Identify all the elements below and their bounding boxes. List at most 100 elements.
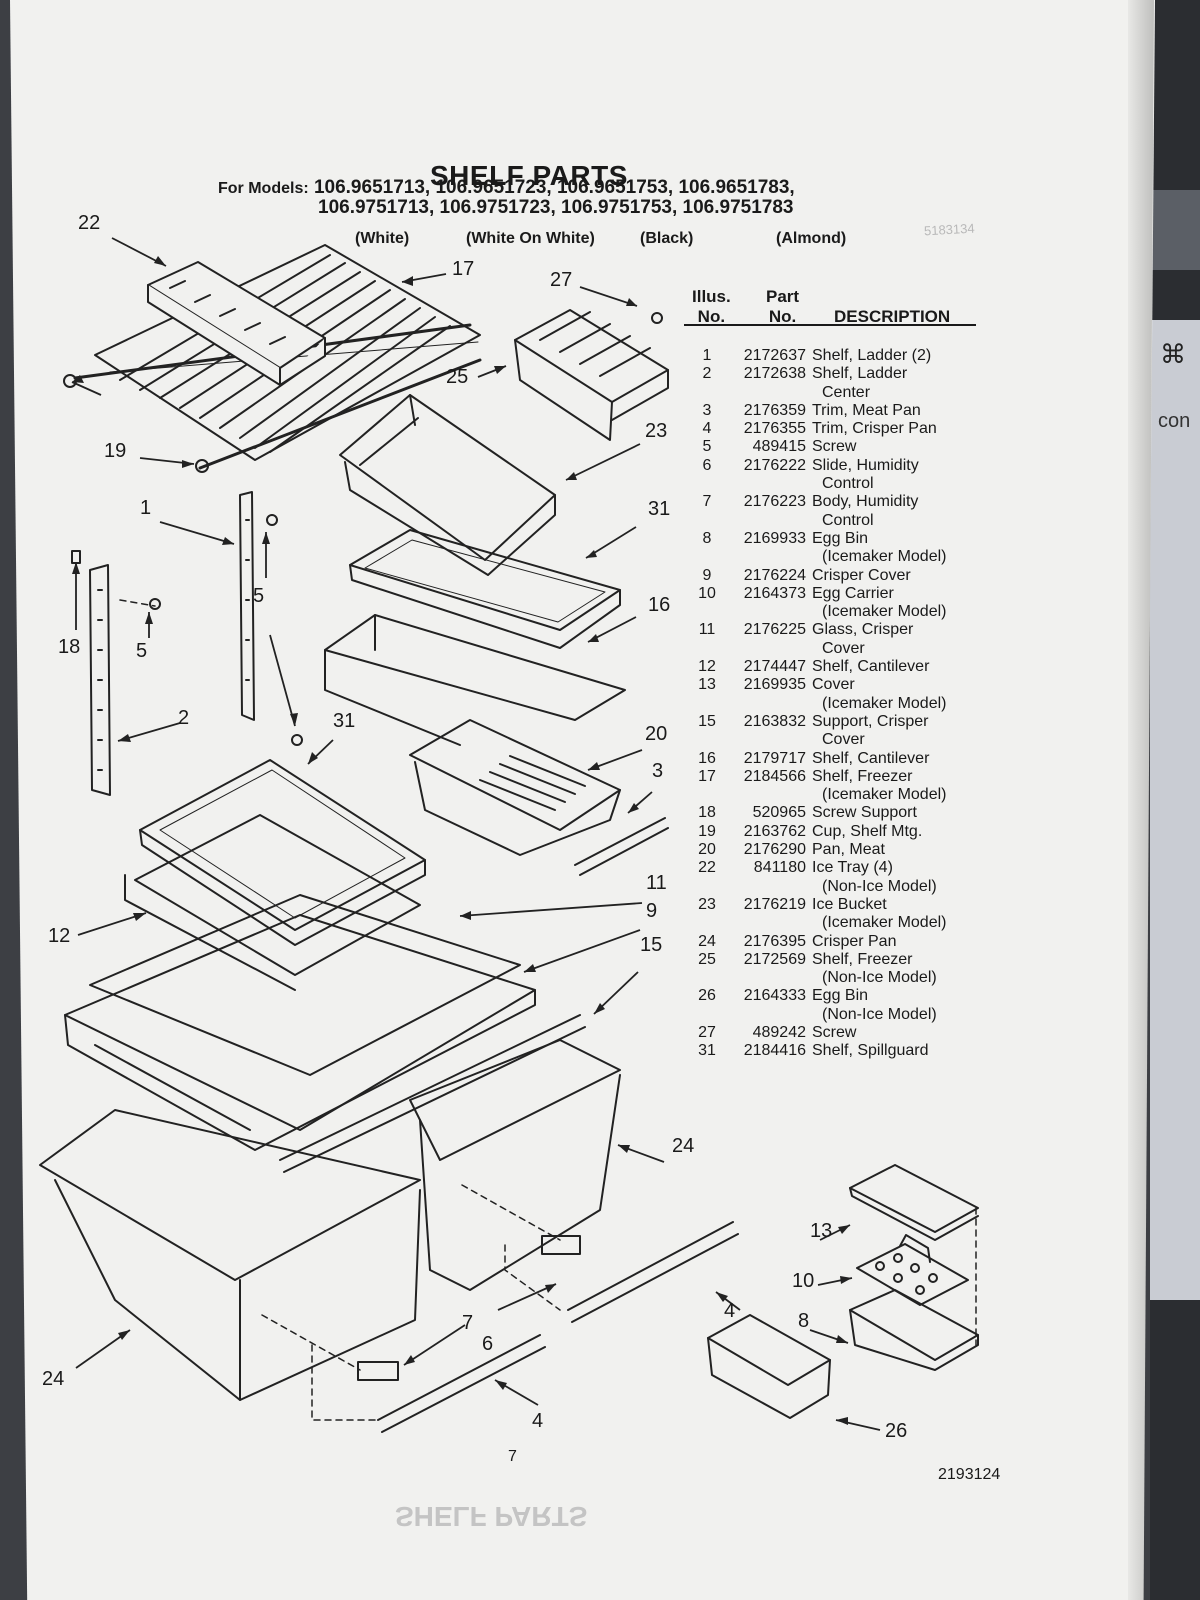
part-description: Shelf, Ladder — [812, 365, 908, 383]
illus-number: 5 — [702, 438, 712, 456]
callout-number: 5 — [253, 585, 265, 607]
illus-number: 4 — [702, 420, 712, 438]
callout-number: 18 — [58, 636, 81, 658]
callout-number: 23 — [645, 420, 668, 442]
illus-number: 31 — [698, 1042, 716, 1060]
callout-number: 16 — [648, 594, 671, 616]
device-tab — [1150, 190, 1200, 270]
ladder-shelf-center — [239, 491, 255, 721]
ice-tray — [147, 261, 326, 386]
part-number: 2164373 — [743, 584, 806, 602]
part-number: 2176359 — [743, 401, 806, 419]
illus-number: 19 — [698, 822, 716, 840]
ladder-shelf-left — [71, 550, 111, 796]
part-number: 2164333 — [743, 987, 806, 1005]
screws — [149, 514, 303, 746]
meat-pan-trim — [574, 817, 669, 876]
crisper-pan-trim-rear — [567, 1221, 739, 1323]
command-key-icon: ⌘ — [1160, 340, 1186, 370]
part-description: Support, Crisper — [812, 712, 929, 730]
part-description: Shelf, Ladder (2) — [812, 347, 932, 364]
illus-number: 25 — [698, 950, 716, 968]
part-description: Cover — [812, 676, 855, 694]
callout-number: 26 — [885, 1420, 908, 1442]
background-screen-text: con — [1158, 410, 1191, 432]
part-description: Body, Humidity — [812, 493, 919, 511]
callout-number: 31 — [333, 710, 356, 732]
part-description-continued: (Icemaker Model) — [822, 548, 947, 566]
part-number: 2176222 — [743, 456, 806, 474]
part-number: 2163832 — [743, 712, 806, 730]
part-description-continued: Cover — [822, 639, 865, 657]
part-description: Shelf, Spillguard — [812, 1042, 929, 1060]
illus-number: 7 — [702, 493, 712, 511]
part-number: 489415 — [752, 438, 806, 456]
callout-number: 24 — [42, 1368, 65, 1390]
part-number: 2169935 — [743, 676, 806, 694]
illus-number: 2 — [702, 365, 712, 383]
callout-arrowheads — [72, 256, 852, 1425]
part-description: Glass, Crisper — [812, 621, 914, 639]
crisper-pan-left — [39, 1109, 421, 1401]
callout-number: 13 — [810, 1220, 833, 1242]
model-list: For Models: 106.9651713, 106.9651723, 10… — [218, 178, 795, 217]
callout-number: 4 — [724, 1300, 736, 1322]
callout-number: 20 — [645, 723, 668, 745]
egg-bin-icemaker — [849, 1289, 979, 1371]
illus-number: 8 — [702, 529, 712, 547]
part-description: Crisper Cover — [812, 566, 911, 584]
callout-number: 10 — [792, 1270, 815, 1292]
part-number: 841180 — [753, 859, 806, 877]
part-number: 2163762 — [743, 822, 806, 840]
illus-number: 1 — [702, 347, 712, 364]
part-description: Shelf, Cantilever — [812, 658, 930, 676]
part-number: 2176224 — [743, 566, 806, 584]
part-description: Shelf, Cantilever — [812, 749, 930, 767]
part-description-continued: (Icemaker Model) — [822, 603, 947, 621]
illus-number: 15 — [698, 712, 716, 730]
cantilever-shelf-lower — [124, 814, 421, 991]
callout-number: 31 — [648, 498, 671, 520]
part-number: 2184416 — [743, 1042, 806, 1060]
part-number: 2169933 — [743, 529, 806, 547]
callout-number: 2 — [178, 707, 190, 729]
callout-number: 19 — [104, 440, 127, 462]
part-number: 2176395 — [743, 932, 806, 950]
callout-number: 5 — [136, 640, 148, 662]
callout-number: 27 — [550, 269, 573, 291]
part-number: 520965 — [752, 804, 806, 822]
models-label: For Models: — [218, 180, 309, 197]
illus-number: 10 — [698, 584, 716, 602]
crisper-pan-trim-front — [377, 1334, 546, 1433]
part-description: Ice Tray (4) — [812, 859, 893, 877]
illus-number: 6 — [702, 456, 712, 474]
illus-number: 24 — [698, 932, 716, 950]
illus-number: 16 — [698, 749, 716, 767]
crisper-glass — [89, 894, 521, 1076]
part-number: 2176290 — [743, 841, 806, 859]
header-illus-top: Illus. — [692, 287, 731, 306]
part-description: Shelf, Freezer — [812, 767, 913, 785]
header-part-no: Part No. — [766, 287, 799, 327]
part-number: 489242 — [752, 1023, 806, 1041]
crisper-cover-support — [279, 1014, 586, 1173]
assembly-dashed-lines — [119, 599, 977, 1421]
callout-number: 9 — [646, 900, 658, 922]
ice-bucket — [339, 394, 556, 576]
illus-number: 27 — [698, 1023, 716, 1041]
part-number: 2176219 — [743, 895, 806, 913]
spillguard-shelf-top — [349, 529, 621, 649]
